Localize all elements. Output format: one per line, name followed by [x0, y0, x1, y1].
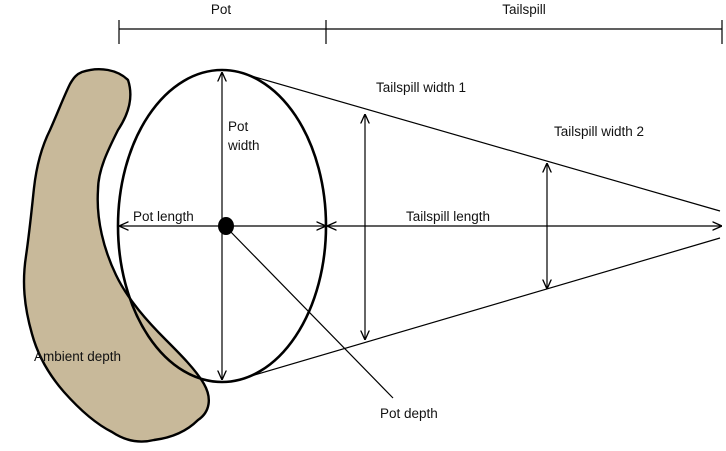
pot-width-label-line1: Pot — [228, 119, 249, 134]
tailspill-width-1-label: Tailspill width 1 — [376, 80, 466, 95]
ambient-depth-label: Ambient depth — [34, 349, 121, 364]
pot-width-label-line2: width — [227, 138, 260, 153]
tailspill-upper-edge — [233, 70, 721, 212]
pot-depth-leader — [225, 226, 394, 399]
tailspill-length-label: Tailspill length — [406, 209, 490, 224]
tailspill-lower-edge — [233, 237, 721, 382]
tailspill-width-2-label: Tailspill width 2 — [554, 124, 644, 139]
ambient-depth-region — [22, 68, 210, 443]
pot-depth-label: Pot depth — [380, 406, 438, 421]
pot-length-label: Pot length — [133, 209, 194, 224]
pot-header-label: Pot — [211, 2, 232, 17]
tailspill-header-label: Tailspill — [502, 2, 546, 17]
pot-center-dot — [218, 217, 234, 235]
